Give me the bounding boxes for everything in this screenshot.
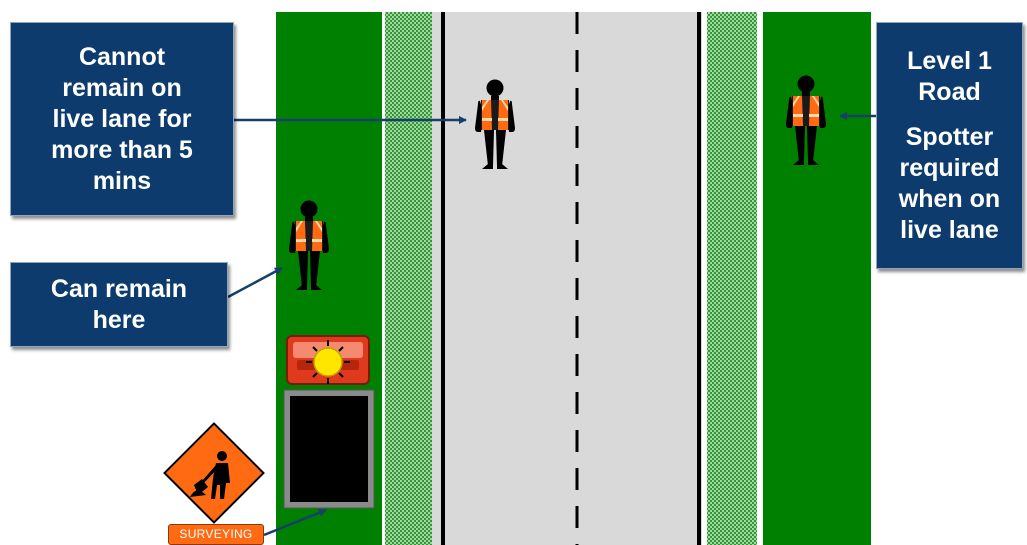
callout-title-line: Level 1 bbox=[907, 46, 992, 77]
callout-line: Spotter bbox=[906, 122, 994, 153]
callout-line: when on bbox=[899, 184, 1000, 215]
right-dotted-shoulder bbox=[707, 12, 757, 545]
callout-line: here bbox=[93, 305, 146, 336]
callout-line: live lane for bbox=[53, 104, 192, 135]
right-verge bbox=[763, 12, 871, 545]
men-at-work-sign-icon bbox=[165, 424, 264, 523]
right-edge-line bbox=[697, 12, 701, 545]
callout-line: Can remain bbox=[51, 274, 187, 305]
callout-line: required bbox=[899, 153, 999, 184]
callout-line: mins bbox=[93, 166, 151, 197]
callout-line: more than 5 bbox=[51, 135, 193, 166]
callout-line: live lane bbox=[900, 215, 999, 246]
level-1-road-callout: Level 1 Road Spotter required when on li… bbox=[876, 22, 1023, 269]
road-surface bbox=[432, 12, 702, 545]
can-remain-callout: Can remain here bbox=[10, 262, 228, 347]
left-dotted-shoulder bbox=[385, 12, 432, 545]
surveying-sign-label: SURVEYING bbox=[168, 524, 264, 545]
left-edge-line bbox=[441, 12, 445, 545]
callout-line: Cannot bbox=[79, 42, 165, 73]
arrow-to-verge-worker bbox=[228, 268, 282, 297]
cannot-remain-callout: Cannot remain on live lane for more than… bbox=[10, 22, 234, 216]
vehicle-mounted-arrow-board-icon bbox=[284, 336, 374, 508]
callout-line: remain on bbox=[62, 73, 181, 104]
callout-title-line: Road bbox=[918, 77, 981, 108]
